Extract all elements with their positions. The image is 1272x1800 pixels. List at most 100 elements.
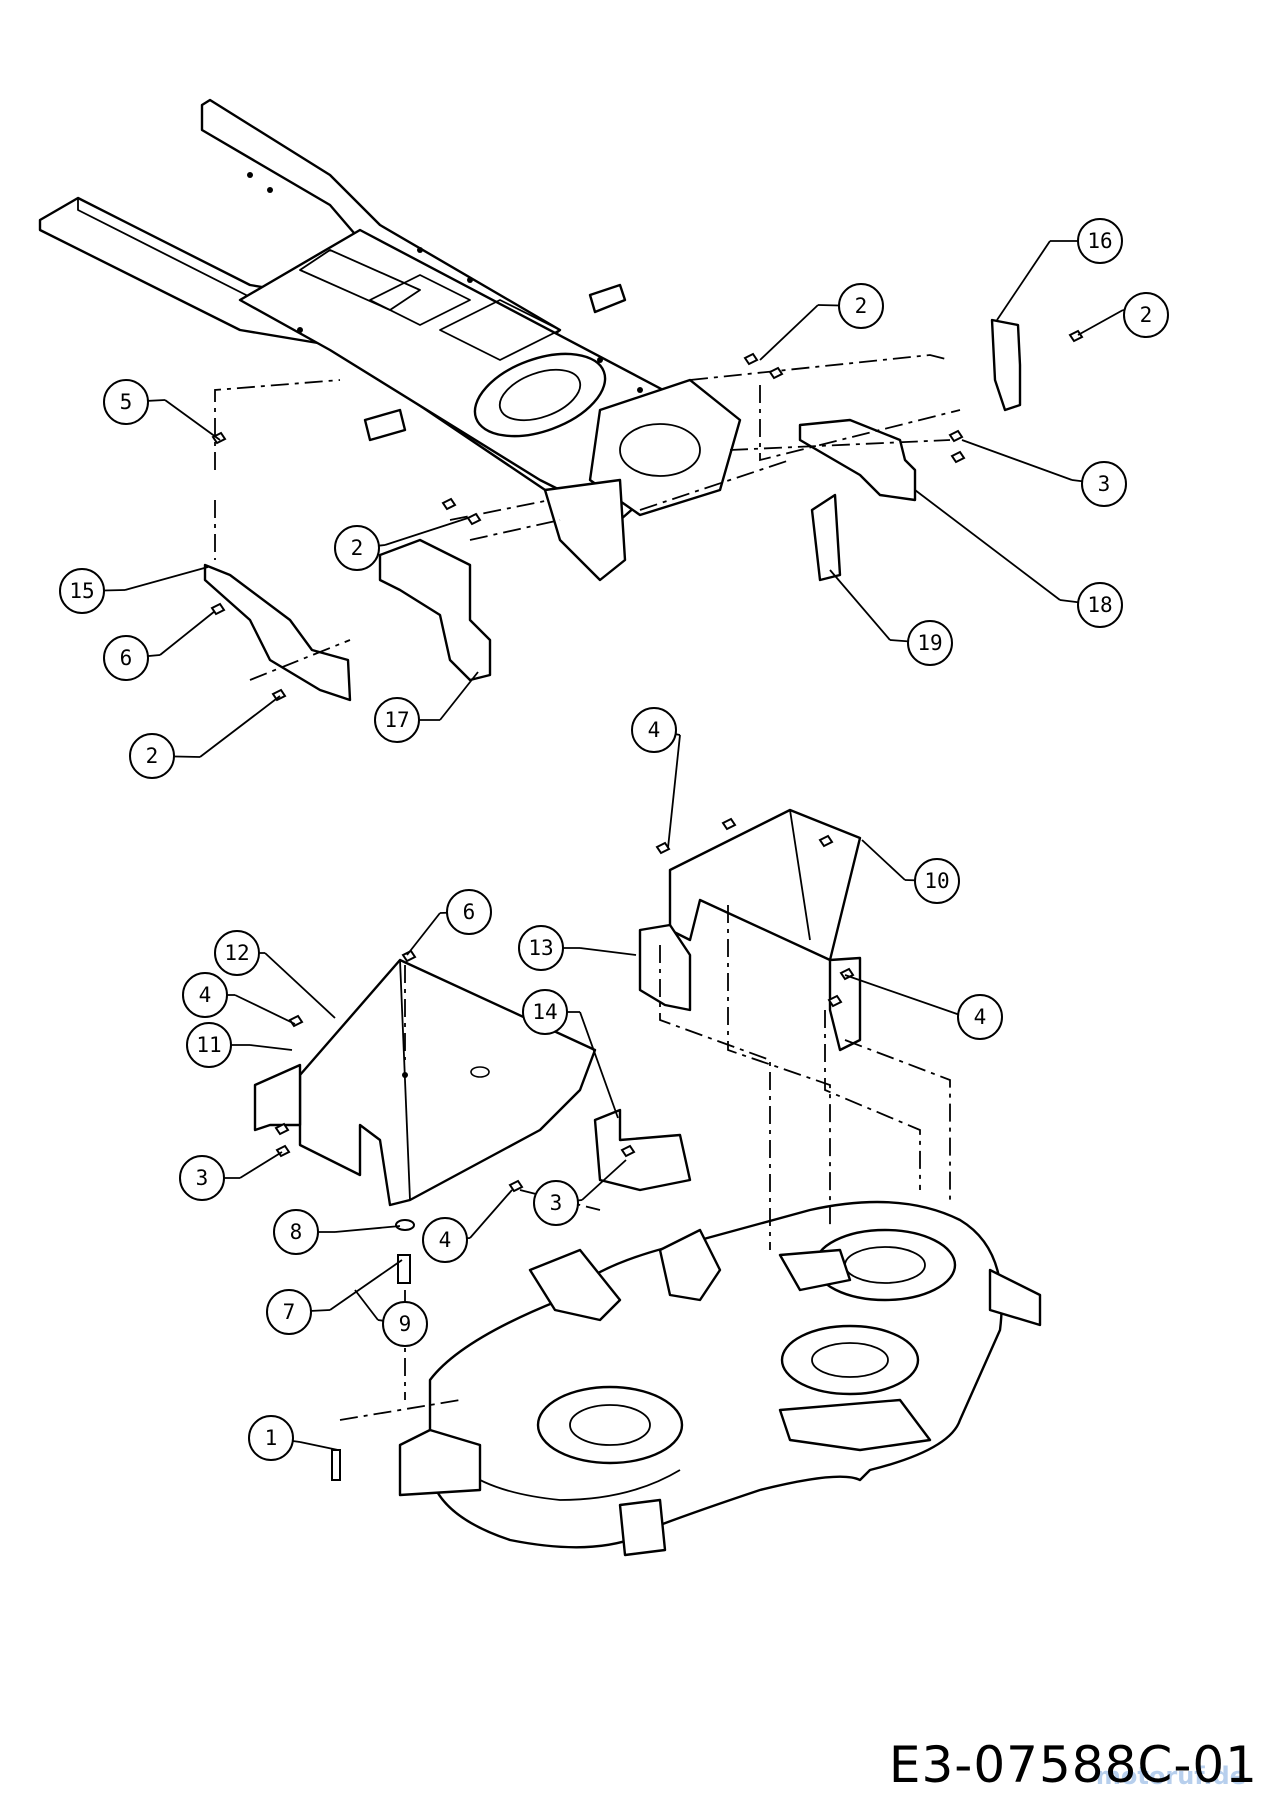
callout-circle [533,1180,579,1226]
callout-leader [234,994,296,1025]
callout-1: 1 [248,1415,339,1461]
callout-leader [249,1044,293,1051]
callout-3: 3 [179,1151,283,1201]
callout-circle [103,379,149,425]
mower-deck [398,1200,1042,1557]
callout-leader [384,517,469,546]
callout-leader [159,610,216,656]
callout-circle [273,1209,319,1255]
part-18-bracket [798,418,917,502]
callout-circle [1123,292,1169,338]
callout-number: 17 [384,708,409,732]
watermark: motoruf.de [1095,1762,1246,1790]
callout-number: 4 [974,1005,987,1029]
right-deck-cover [638,808,862,1052]
callout-3: 3 [533,1159,627,1226]
callout-leader [581,1159,627,1201]
callout-leader [861,839,906,881]
callout-leader [439,671,479,721]
callout-2: 2 [334,517,469,571]
callout-circle [1077,218,1123,264]
callout-leader [469,1189,513,1239]
callout-leader [914,489,1061,601]
callout-number: 3 [1098,472,1111,496]
callout-circle [182,972,228,1018]
callout-number: 8 [290,1220,303,1244]
callout-leader [996,240,1051,321]
callout-leader [1077,309,1124,336]
callout-circle [214,930,260,976]
callout-number: 2 [855,294,868,318]
callout-number: 14 [532,1000,557,1024]
callout-leader [354,1289,379,1321]
callout-circle [179,1155,225,1201]
callout-leader [299,1441,339,1451]
callout-leader [124,566,209,591]
callout-leader [829,569,891,641]
callout-circle [914,858,960,904]
callout-circle [522,989,568,1035]
callout-number: 4 [199,983,212,1007]
callout-leader [579,1011,619,1119]
lower-assembly-lines [339,905,951,1421]
callout-number: 19 [917,631,942,655]
callout-17: 17 [374,671,479,743]
callout-6: 6 [406,889,492,956]
callout-19: 19 [829,569,953,666]
callout-4: 4 [631,707,681,849]
part-1-bolt [331,1449,341,1481]
callout-circle [374,697,420,743]
callout-11: 11 [186,1022,293,1068]
callout-leader [961,439,1073,481]
callout-10: 10 [861,839,960,904]
callout-circle [446,889,492,935]
callout-number: 3 [550,1191,563,1215]
callout-number: 13 [528,936,553,960]
callout-3: 3 [961,439,1127,507]
callout-leader [406,912,441,956]
callout-number: 4 [648,718,661,742]
part-19-plate [810,493,842,582]
callout-leader [334,1225,401,1233]
callout-circle [957,994,1003,1040]
callout-circle [631,707,677,753]
callout-number: 10 [924,869,949,893]
part-16-plate [990,318,1022,412]
callout-number: 16 [1087,229,1112,253]
upper-fasteners [210,329,1084,702]
callout-18: 18 [914,489,1123,628]
callout-circle [518,925,564,971]
callout-4: 4 [844,974,1003,1040]
callout-circle [1077,582,1123,628]
callout-number: 2 [351,536,364,560]
part-17-bracket [378,538,492,682]
callout-circle [838,283,884,329]
callout-number: 11 [196,1033,221,1057]
callout-number: 12 [224,941,249,965]
callout-circle [266,1289,312,1335]
callout-16: 16 [996,218,1123,321]
callout-circle [59,568,105,614]
callout-9: 9 [354,1289,428,1347]
callout-leader [199,695,281,758]
callout-circle [103,635,149,681]
callout-leader [329,1259,403,1311]
callout-number: 7 [283,1300,296,1324]
callout-circle [1081,461,1127,507]
callout-leader [667,734,681,849]
callout-6: 6 [103,610,216,681]
callout-number: 6 [120,646,133,670]
callout-circle [186,1022,232,1068]
tractor-frame [38,98,742,582]
left-deck-cover [253,949,692,1284]
callout-7: 7 [266,1259,403,1335]
callout-number: 6 [463,900,476,924]
callout-circle [334,525,380,571]
part-15-bracket [203,563,352,702]
callout-15: 15 [59,566,209,614]
callout-leader [239,1151,283,1179]
callout-number: 2 [146,744,159,768]
callout-circle [907,620,953,666]
callout-8: 8 [273,1209,401,1255]
